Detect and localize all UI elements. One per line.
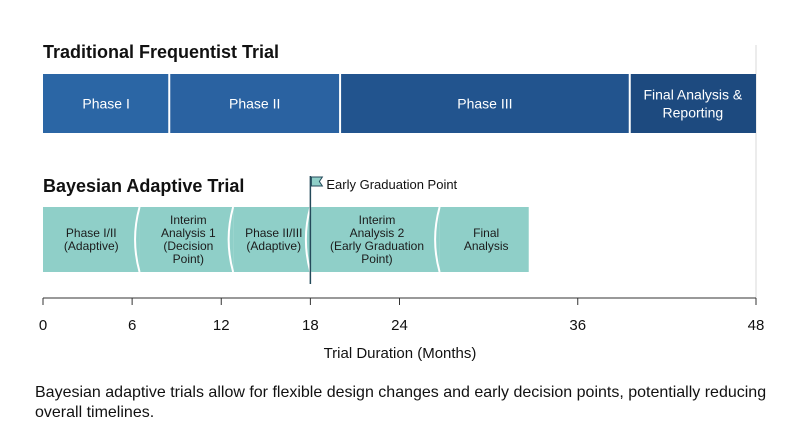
bayesian-bar bbox=[233, 207, 311, 272]
early-graduation-label: Early Graduation Point bbox=[326, 177, 457, 192]
bayesian-bar-label: Phase II/III(Adaptive) bbox=[245, 226, 302, 253]
x-tick-label: 6 bbox=[128, 317, 136, 334]
bar-separator bbox=[434, 206, 441, 273]
frequentist-bar bbox=[340, 74, 630, 133]
bayesian-bar bbox=[43, 207, 140, 272]
bar-separator bbox=[134, 206, 141, 273]
x-tick-label: 48 bbox=[748, 317, 765, 334]
frequentist-bar-label: Phase I bbox=[82, 95, 129, 111]
frequentist-title: Traditional Frequentist Trial bbox=[43, 42, 280, 62]
frequentist-bar-label: Phase III bbox=[457, 95, 512, 111]
x-tick-label: 12 bbox=[213, 317, 230, 334]
x-axis-title: Trial Duration (Months) bbox=[323, 345, 477, 362]
bayesian-bar-label: Phase I/II(Adaptive) bbox=[64, 226, 119, 253]
bayesian-bar bbox=[439, 207, 529, 272]
bar-separator bbox=[227, 206, 235, 273]
flag-icon bbox=[310, 176, 324, 187]
bar-separator bbox=[304, 206, 312, 273]
frequentist-bar-label: Phase II bbox=[229, 95, 280, 111]
caption: Bayesian adaptive trials allow for flexi… bbox=[35, 384, 767, 421]
frequentist-bar bbox=[629, 74, 756, 133]
x-tick-label: 36 bbox=[569, 317, 586, 334]
bayesian-bar bbox=[139, 207, 234, 272]
x-tick-label: 18 bbox=[302, 317, 319, 334]
bayesian-title: Bayesian Adaptive Trial bbox=[43, 176, 245, 196]
x-tick-label: 24 bbox=[391, 317, 408, 334]
x-tick-label: 0 bbox=[39, 317, 47, 334]
bayesian-bar bbox=[310, 207, 440, 272]
frequentist-bar bbox=[169, 74, 341, 133]
frequentist-bar bbox=[43, 74, 170, 133]
frequentist-bar-label: Final Analysis &Reporting bbox=[643, 86, 742, 120]
